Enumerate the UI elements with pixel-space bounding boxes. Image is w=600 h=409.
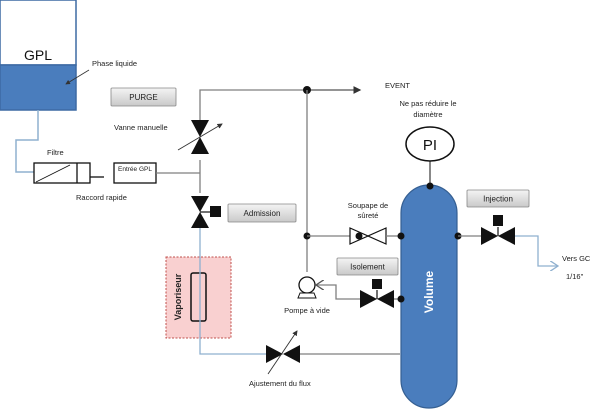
admission-button[interactable]: Admission: [227, 203, 297, 223]
vacuum-pump: [297, 276, 317, 299]
purge-line: [199, 89, 307, 120]
vent-label: EVENT: [385, 81, 410, 90]
filter: [33, 162, 91, 184]
flow-adjust-valve[interactable]: [266, 330, 300, 375]
liquid-phase-arrow: [65, 69, 90, 85]
injection-button[interactable]: Injection: [466, 189, 530, 208]
injection-button-label: Injection: [483, 195, 513, 204]
isolation-to-pump-line: [316, 285, 360, 300]
to-gc-line: [515, 235, 558, 266]
manual-valve[interactable]: [177, 120, 223, 154]
tank-outlet-line: [15, 110, 39, 173]
flow-adjust-label: Ajustement du flux: [249, 379, 311, 388]
liquid-phase-label: Phase liquide: [92, 59, 137, 68]
pressure-gauge: PI: [405, 126, 455, 162]
purge-button-label: PURGE: [129, 93, 157, 102]
purge-button[interactable]: PURGE: [110, 87, 177, 107]
isolation-button[interactable]: Isolement: [336, 257, 399, 276]
injection-valve[interactable]: [481, 215, 515, 245]
gpl-tank: GPL: [0, 0, 77, 111]
volume-vessel: Volume: [400, 184, 458, 409]
safety-valve-label-1: Soupape de: [348, 201, 388, 210]
safety-valve-label-2: sûreté: [358, 211, 379, 220]
isolation-valve[interactable]: [360, 279, 394, 308]
vaporiser-label: Vaporiseur: [173, 273, 183, 320]
junction-node: [397, 295, 405, 303]
line-diameter-label: 1/16": [566, 272, 584, 281]
quick-connector-label: Raccord rapide: [76, 193, 127, 202]
lpg-inlet-label: Entrée GPL: [118, 166, 152, 173]
vaporiser-line: [199, 228, 266, 355]
tank-label: GPL: [24, 47, 52, 63]
vent-note-2: diamètre: [413, 110, 442, 119]
vaporiser: Vaporiseur: [165, 256, 232, 339]
admission-valve[interactable]: [191, 196, 221, 228]
volume-label: Volume: [422, 270, 436, 313]
liquid-phase: [0, 64, 77, 111]
pressure-gauge-label: PI: [423, 137, 437, 154]
vent-note-1: Ne pas réduire le: [399, 99, 456, 108]
isolation-button-label: Isolement: [350, 263, 385, 272]
junction-node: [397, 232, 405, 240]
vacuum-pump-label: Pompe à vide: [284, 306, 330, 315]
safety-valve[interactable]: [349, 227, 387, 245]
to-gc-label: Vers GC: [562, 254, 591, 263]
manual-valve-label: Vanne manuelle: [114, 123, 168, 132]
filter-label: Filtre: [47, 148, 64, 157]
admission-button-label: Admission: [244, 209, 281, 218]
